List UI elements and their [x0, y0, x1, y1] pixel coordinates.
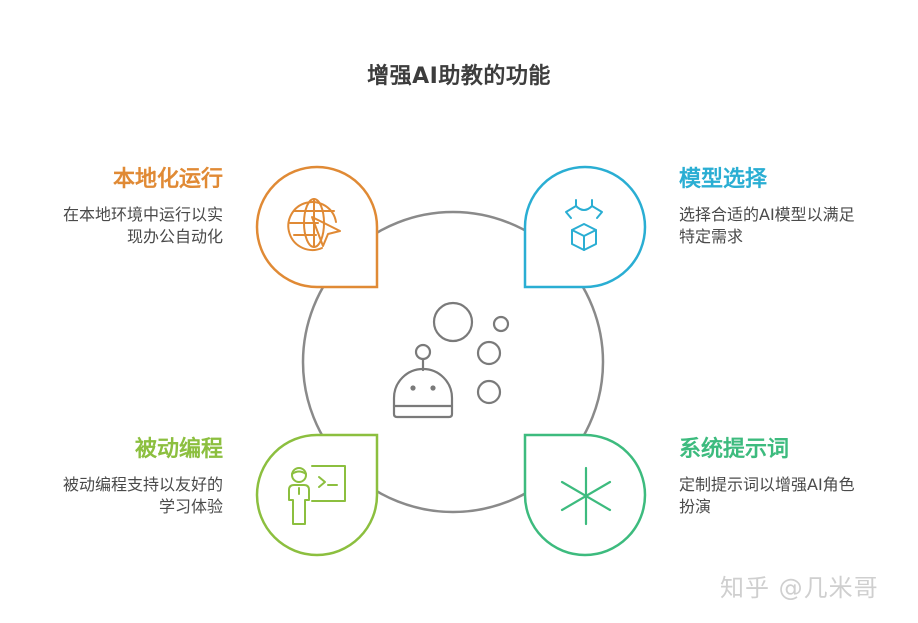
feature-desc-line1: 定制提示词以增强AI角色 — [679, 475, 855, 494]
feature-desc-line1: 在本地环境中运行以实 — [62, 205, 223, 224]
robot-with-bubbles-icon — [392, 301, 510, 419]
teacher-terminal-icon — [288, 465, 346, 525]
feature-system-prompt: 系统提示词 定制提示词以增强AI角色 扮演 — [679, 436, 855, 518]
feature-heading: 模型选择 — [679, 167, 768, 192]
feature-desc-line2: 现办公自动化 — [126, 227, 223, 246]
feature-heading: 被动编程 — [134, 437, 223, 462]
callout-local-run — [255, 165, 379, 289]
person-box-icon — [565, 199, 603, 251]
feature-desc-line2: 学习体验 — [158, 497, 223, 516]
central-circle — [301, 210, 605, 514]
feature-heading: 本地化运行 — [112, 167, 223, 192]
feature-passive-programming: 被动编程 被动编程支持以友好的 学习体验 — [63, 436, 223, 518]
feature-desc-line1: 选择合适的AI模型以满足 — [679, 205, 855, 224]
feature-model-select: 模型选择 选择合适的AI模型以满足 特定需求 — [679, 166, 855, 248]
callout-model-select — [523, 165, 647, 289]
feature-desc-line2: 扮演 — [679, 497, 712, 516]
watermark: 知乎 @几米哥 — [720, 574, 879, 602]
callout-passive-programming — [255, 433, 379, 557]
callout-system-prompt — [523, 433, 647, 557]
feature-desc-line1: 被动编程支持以友好的 — [62, 475, 223, 494]
globe-cursor-icon — [287, 198, 341, 251]
diagram-title: 增强AI助教的功能 — [367, 64, 551, 89]
asterisk-icon — [560, 466, 612, 526]
feature-heading: 系统提示词 — [679, 437, 790, 462]
feature-desc-line2: 特定需求 — [679, 227, 744, 246]
feature-local-run: 本地化运行 在本地环境中运行以实 现办公自动化 — [63, 166, 223, 248]
